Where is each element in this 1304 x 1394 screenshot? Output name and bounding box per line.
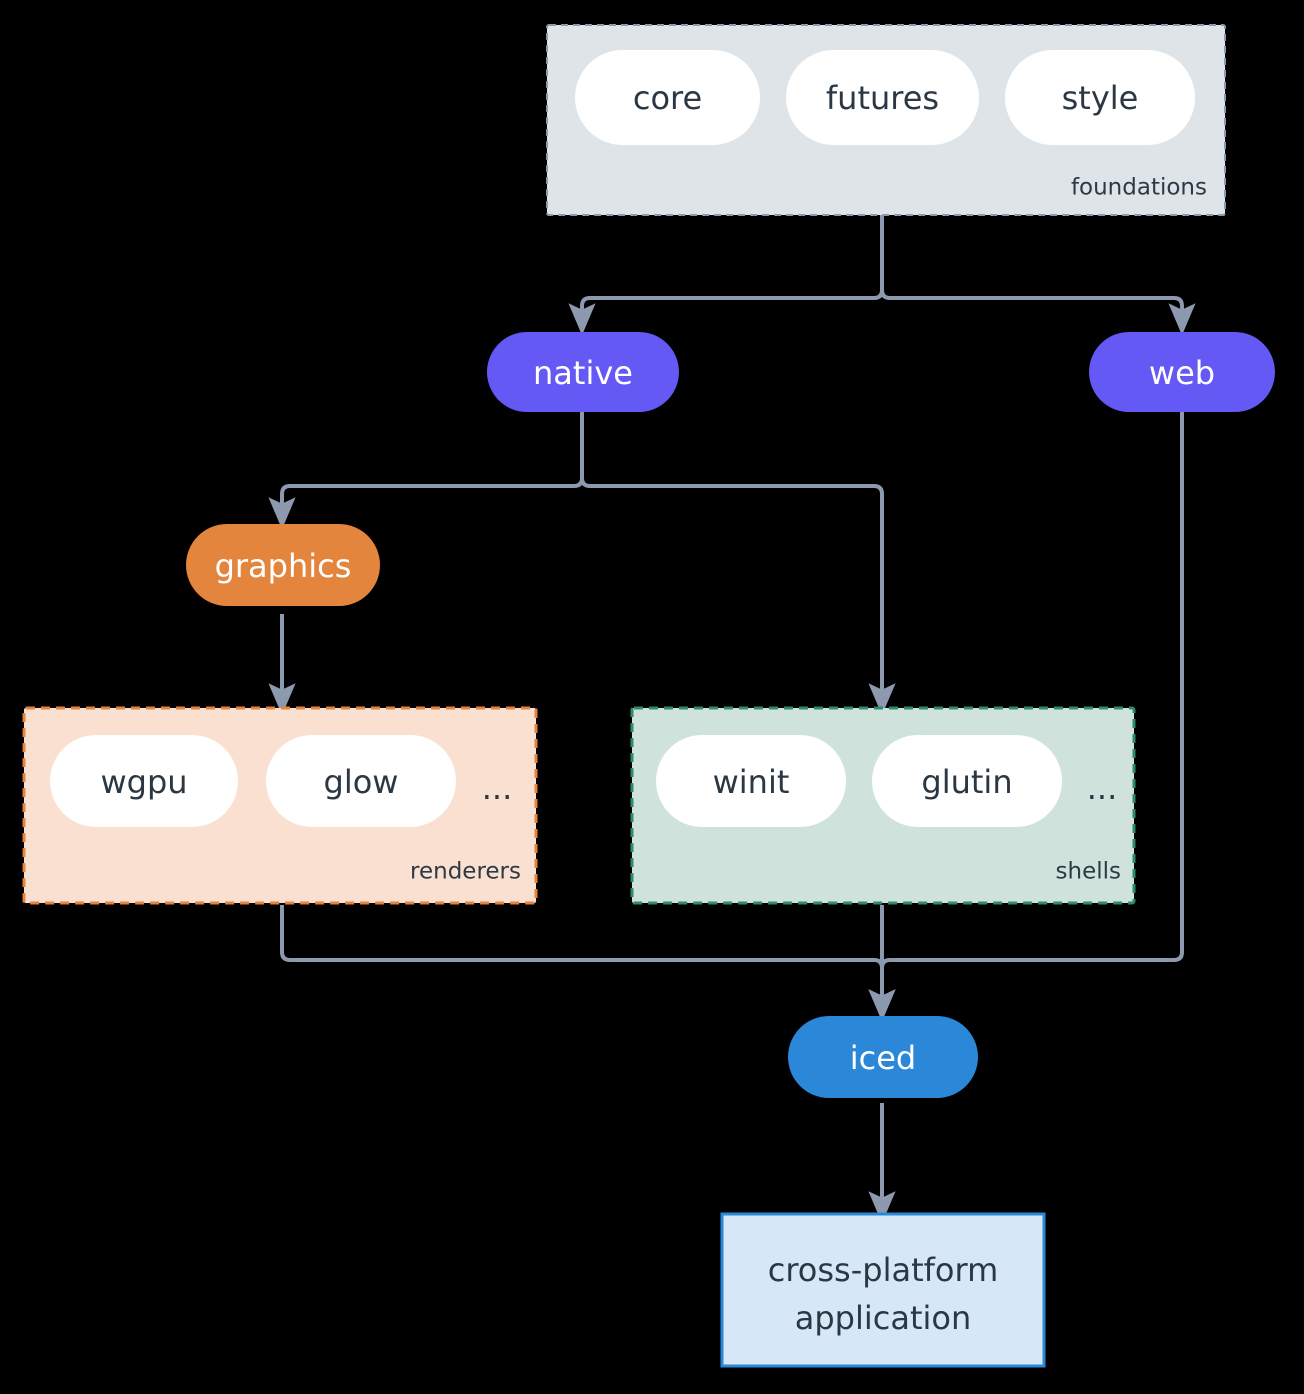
pill-style-label: style: [1062, 79, 1139, 117]
pill-wgpu-label: wgpu: [100, 763, 187, 801]
node-web-shape[interactable]: [1089, 332, 1275, 412]
application-box-line1: cross-platform: [768, 1251, 998, 1289]
edge-native-to-shells: [580, 412, 896, 716]
node-cross-platform-application[interactable]: cross-platform application: [720, 1212, 1046, 1368]
pill-futures-label: futures: [826, 79, 939, 117]
edge-renderers-to-iced: [280, 905, 896, 1022]
application-box-line2: application: [795, 1299, 972, 1337]
pill-winit-shape[interactable]: [656, 735, 846, 827]
edge-foundations-to-native: [568, 215, 884, 336]
group-foundations[interactable]: core futures style foundations: [546, 24, 1226, 216]
group-renderers-ellipsis: ...: [482, 769, 513, 807]
edge-layer: [268, 215, 1196, 1224]
pill-glutin-label: glutin: [921, 763, 1012, 801]
group-renderers[interactable]: wgpu glow ... renderers: [22, 706, 538, 905]
group-shells-label: shells: [1056, 859, 1121, 885]
group-shells-ellipsis: ...: [1087, 769, 1118, 807]
node-graphics[interactable]: graphics: [186, 524, 380, 606]
pill-glow-shape[interactable]: [266, 735, 456, 827]
application-box-shape[interactable]: [720, 1212, 1046, 1368]
node-iced-label: iced: [850, 1039, 916, 1077]
edge-native-to-graphics: [268, 412, 584, 530]
node-iced-shape[interactable]: [788, 1016, 978, 1098]
pill-wgpu-shape[interactable]: [50, 735, 238, 827]
node-web[interactable]: web: [1089, 332, 1275, 412]
pill-futures-shape[interactable]: [786, 50, 979, 145]
node-graphics-shape[interactable]: [186, 524, 380, 606]
edge-web-to-iced: [868, 412, 1184, 1022]
node-native-shape[interactable]: [487, 332, 679, 412]
node-native[interactable]: native: [487, 332, 679, 412]
pill-core-label: core: [633, 79, 702, 117]
pill-glutin-shape[interactable]: [872, 735, 1062, 827]
group-foundations-label: foundations: [1071, 175, 1207, 201]
node-graphics-label: graphics: [215, 547, 352, 585]
pill-winit-label: winit: [713, 763, 790, 801]
pill-style-shape[interactable]: [1005, 50, 1195, 145]
node-web-label: web: [1149, 354, 1215, 392]
group-shells[interactable]: winit glutin ... shells: [630, 706, 1136, 905]
group-renderers-label: renderers: [410, 859, 521, 885]
pill-core-shape[interactable]: [575, 50, 760, 145]
node-iced[interactable]: iced: [788, 1016, 978, 1098]
node-native-label: native: [533, 354, 633, 392]
pill-glow-label: glow: [324, 763, 399, 801]
edge-foundations-to-web: [880, 215, 1196, 336]
